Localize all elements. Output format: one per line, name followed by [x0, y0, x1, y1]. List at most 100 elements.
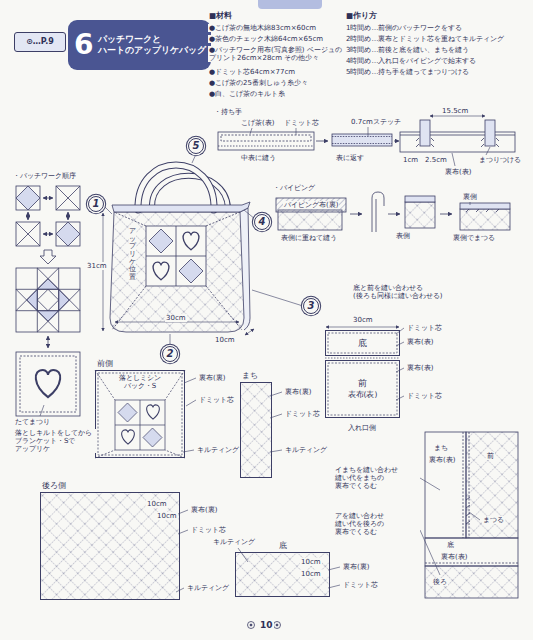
part-label: ドミット芯	[406, 392, 443, 400]
bag-body	[153, 262, 169, 280]
part-label: 裏布(裏)	[342, 563, 370, 571]
header-tab	[258, 0, 322, 9]
bag-handle	[138, 165, 228, 210]
part-label: ドミット芯	[198, 396, 235, 404]
patch-piece	[16, 186, 40, 210]
leader-line	[170, 334, 171, 345]
patch-piece	[16, 222, 40, 246]
title-badge: 6パッチワークと ハートのアップリケバッグ	[68, 20, 211, 70]
dimension: 2.5cm	[424, 156, 448, 164]
heart-block	[20, 356, 76, 412]
material-item: ●茶色のチェック木綿64cm×65cm	[208, 35, 324, 43]
bag-body	[146, 226, 206, 286]
piping-step	[460, 209, 510, 230]
dimension-line	[103, 213, 104, 331]
order-arrow	[43, 198, 53, 199]
leader-line	[420, 530, 440, 575]
front-panel-art	[95, 370, 185, 458]
page-reference: ⊙…P.9	[14, 32, 66, 52]
front-panel-art	[115, 400, 165, 450]
part-label: 裏布(表)	[444, 168, 472, 176]
part-label: キルティング	[196, 446, 240, 454]
part-label: ドミット芯	[406, 324, 443, 332]
piping-step	[350, 214, 362, 215]
page-number: 10	[259, 620, 274, 630]
part-label: 入れ口側	[347, 424, 377, 432]
dimension: 1cm	[402, 156, 419, 164]
patch-piece	[16, 222, 40, 246]
order-arrow	[28, 212, 29, 220]
pattern-piece: まち	[240, 382, 272, 478]
assembled-bag	[466, 497, 470, 524]
order-arrow	[40, 250, 56, 264]
leader-line	[396, 328, 404, 334]
page-number-ornament	[276, 624, 278, 626]
pattern-piece: 後ろ側	[40, 492, 180, 600]
note: 表に返す	[335, 154, 365, 162]
assembly-piece: 底	[325, 330, 400, 356]
part-label: 裏布(表)	[406, 338, 434, 346]
page-number-ornament	[274, 622, 281, 629]
handle-step	[218, 146, 314, 147]
star-block	[16, 268, 80, 332]
leader-line	[396, 342, 404, 346]
order-arrow	[48, 336, 49, 348]
part-label: 裏布(表)	[406, 364, 434, 372]
material-item: ●ドミット芯64cm×77cm	[208, 68, 296, 76]
dimension: 10cm	[300, 570, 322, 578]
assembled-bag	[425, 563, 518, 564]
node-text: 5	[193, 141, 200, 151]
leader-line	[250, 128, 252, 134]
part-label: 裏布(裏)	[198, 374, 226, 382]
note: アを縫い合わせ 縫い代を後ろの 裏布でくるむ	[334, 512, 420, 536]
dimension: 31cm	[86, 262, 108, 270]
patch-piece	[56, 222, 80, 246]
piping-step	[405, 202, 435, 228]
node-text: 4	[259, 217, 266, 227]
dimension: 30cm	[165, 314, 187, 322]
leader-line	[40, 405, 44, 416]
piping-step	[460, 203, 510, 209]
piping-step	[372, 192, 384, 232]
part-label: キルティング	[186, 584, 230, 592]
assembled-bag	[425, 538, 518, 566]
part-label: 裏布(裏)	[190, 506, 218, 514]
quilted-piece	[235, 552, 330, 597]
leader-line	[470, 202, 471, 205]
order-arrow	[43, 234, 53, 235]
node-text: 6	[74, 31, 93, 59]
dimension-line	[103, 116, 485, 335]
heart-block	[16, 352, 80, 416]
star-block	[16, 268, 80, 332]
node-text: パッチワークと ハートのアップリケバッグ	[98, 34, 202, 57]
leader-line	[104, 206, 112, 214]
handle-step	[218, 132, 314, 150]
dimension-line	[326, 327, 399, 328]
node-text: 3	[308, 301, 315, 311]
piping-step	[276, 198, 346, 212]
assembled-bag	[466, 432, 518, 538]
part-label: 裏布(裏)	[284, 388, 312, 396]
handle-step	[400, 135, 515, 136]
part-label: こげ茶(表)	[240, 119, 275, 127]
part-label: まち	[433, 444, 449, 452]
node-text: 前	[357, 378, 368, 388]
node-text: 2	[167, 349, 174, 359]
header-tab	[258, 0, 322, 9]
patch-piece	[56, 186, 80, 210]
star-block	[27, 279, 70, 322]
leader-line	[40, 127, 490, 592]
assembly-step	[325, 358, 400, 359]
order-arrow	[28, 198, 68, 348]
step-number: 1	[88, 196, 104, 212]
handle-step	[332, 134, 392, 146]
quilted-piece	[40, 492, 180, 600]
note: 裏側でまつる	[452, 234, 496, 242]
material-item: ●こげ茶の25番刺しゅう糸少々	[208, 79, 309, 87]
leader-line	[238, 548, 248, 562]
page-number-ornament	[250, 624, 252, 626]
piping-step	[388, 214, 400, 215]
bag-handle	[138, 165, 214, 210]
